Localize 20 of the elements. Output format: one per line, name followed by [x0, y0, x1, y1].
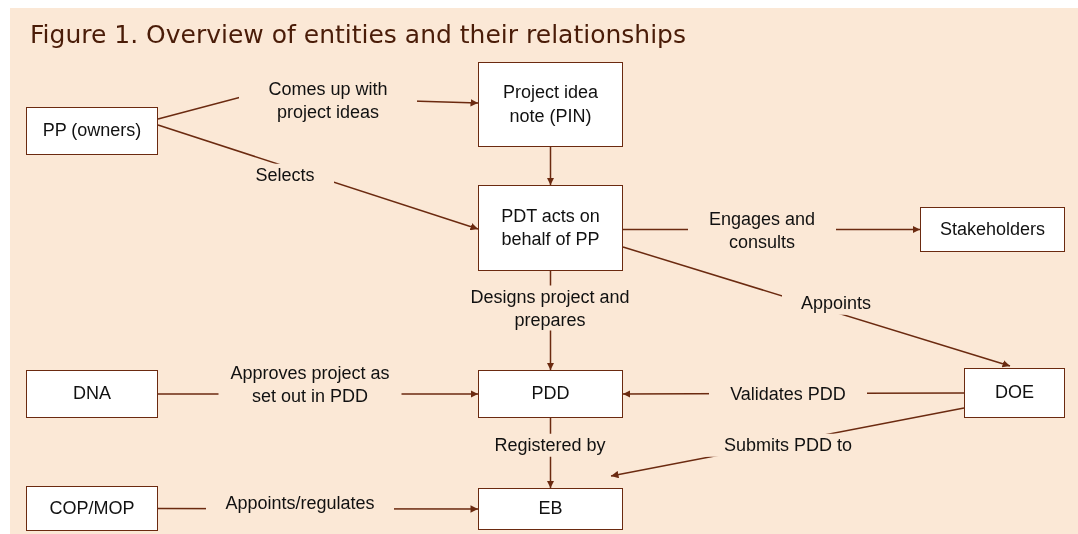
- arrow: [546, 146, 555, 186]
- entity-box: [478, 62, 623, 147]
- entity-name: PDT acts on behalf of PP: [500, 204, 601, 251]
- entity-box: [26, 107, 158, 155]
- entity-name: PDD: [530, 382, 571, 406]
- entity-box: [26, 486, 158, 531]
- entity-box: [478, 185, 623, 271]
- entity-box: [478, 488, 623, 530]
- entity-name: COP/MOP: [48, 496, 136, 520]
- entity-box: [478, 370, 623, 418]
- entity-box: [26, 370, 158, 418]
- entity-box: [964, 368, 1065, 418]
- entity-box: [920, 207, 1065, 252]
- entity-name: DNA: [72, 382, 112, 406]
- entity-name: DOE: [994, 381, 1035, 405]
- figure-title: Figure 1. Overview of entities and their relationships: [30, 20, 686, 49]
- entity-name: PP (owners): [41, 119, 143, 143]
- entity-name: Project idea note (PIN): [501, 81, 600, 128]
- entity-name: Stakeholders: [938, 217, 1047, 241]
- entity-name: EB: [537, 497, 564, 521]
